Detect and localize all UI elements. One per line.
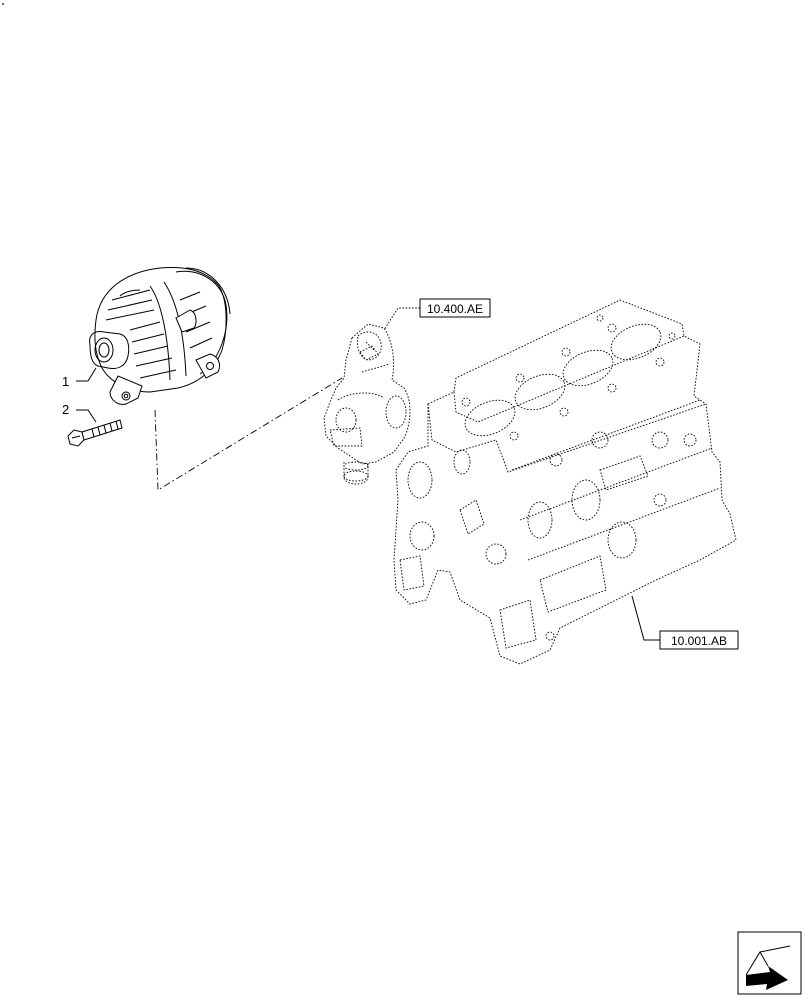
- callout-ae-label: 10.400.AE: [427, 302, 483, 316]
- callout-ae-box: [419, 298, 491, 318]
- callout-1-label: 1: [62, 374, 69, 389]
- water-pump-drawing: [323, 323, 411, 485]
- callout-1-leader: [76, 367, 97, 382]
- callout-ab-box: [659, 630, 739, 650]
- callout-ab-label: 10.001.AB: [671, 634, 727, 648]
- callout-ab-leader: [631, 595, 660, 641]
- next-page-arrow-icon[interactable]: [737, 931, 802, 995]
- callout-2-leader: [76, 409, 97, 423]
- engine-block-drawing: [393, 299, 737, 665]
- corner-dot-icon: [2, 3, 4, 5]
- assembly-path-line: [154, 377, 343, 491]
- bolt-drawing: [67, 419, 123, 447]
- alternator-drawing: [89, 267, 231, 405]
- callout-ae-leader: [383, 307, 420, 331]
- callout-2-label: 2: [62, 402, 69, 417]
